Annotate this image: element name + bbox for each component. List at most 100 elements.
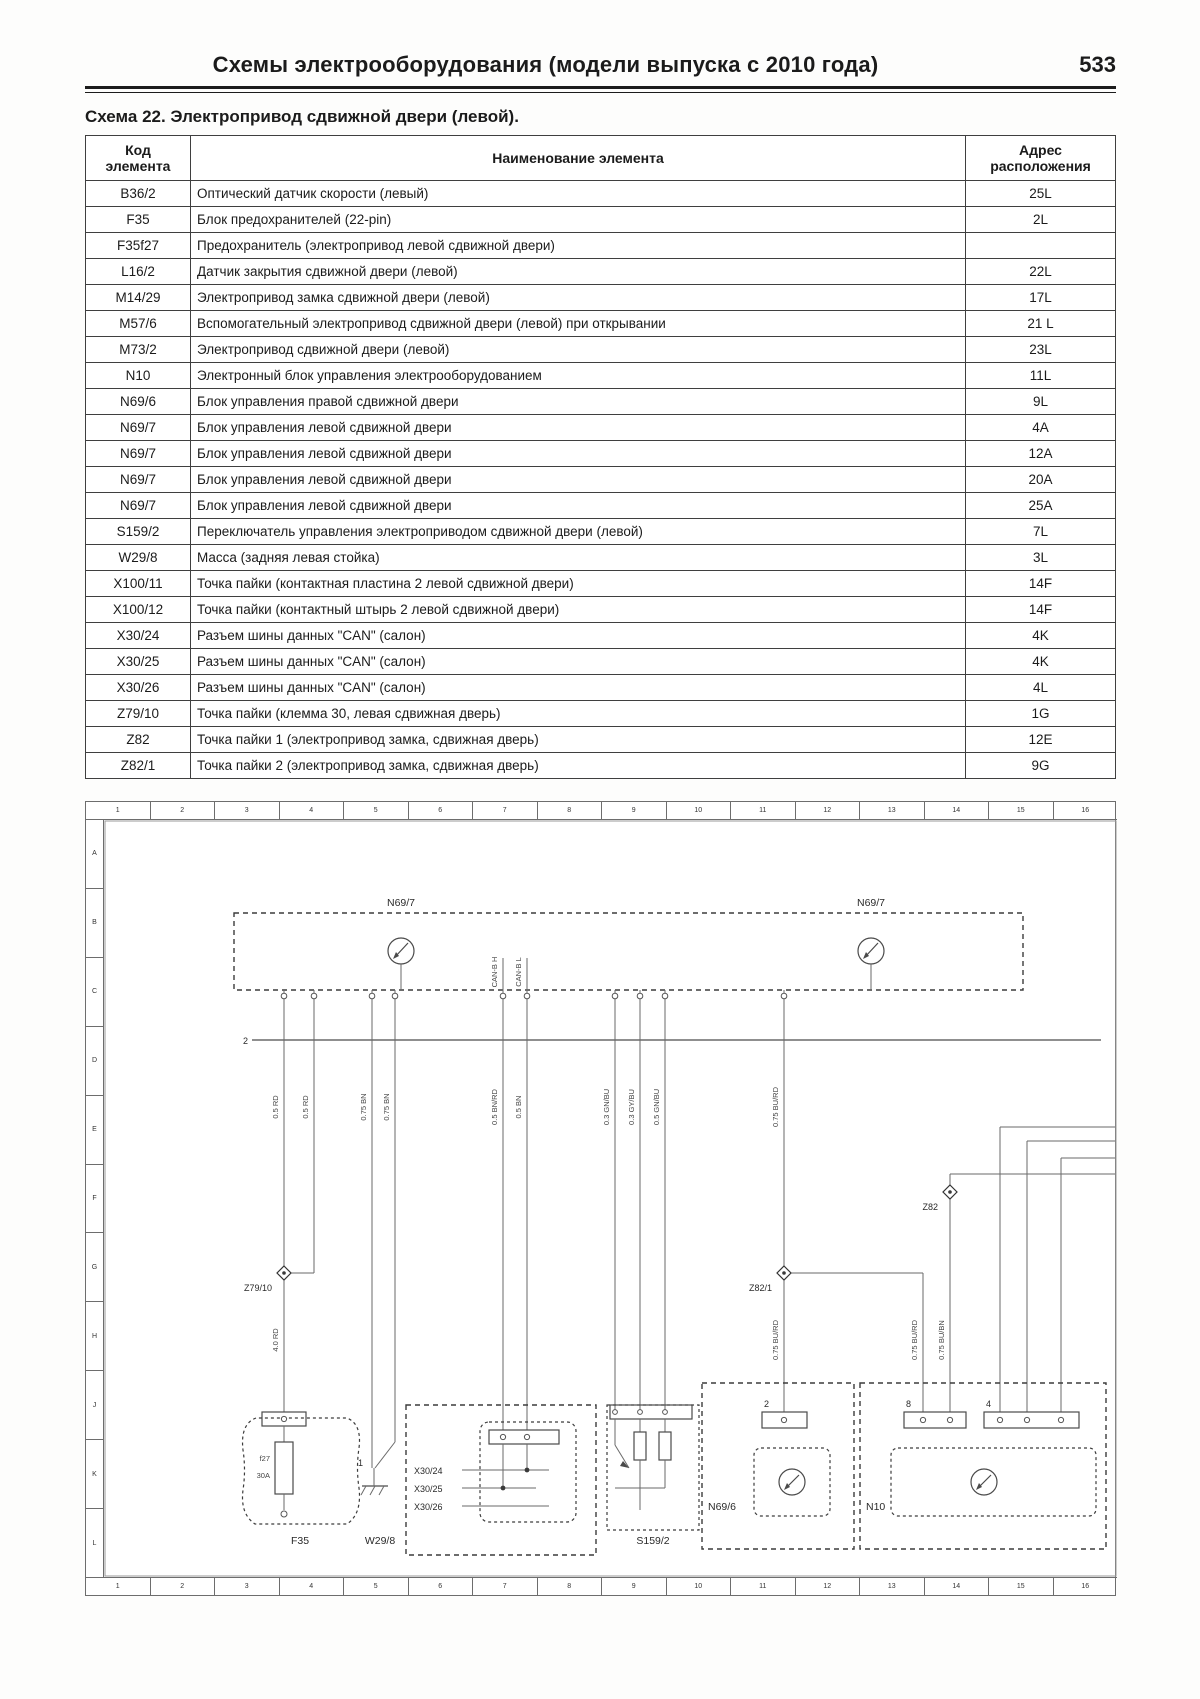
table-row: M14/29 Электропривод замка сдвижной двер… — [85, 284, 1116, 311]
ruler-cell: 7 — [473, 1578, 538, 1595]
table-row: Z82/1 Точка пайки 2 (электропривод замка… — [85, 752, 1116, 779]
component-label: S159/2 — [636, 1535, 669, 1547]
element-name: Оптический датчик скорости (левый) — [190, 180, 966, 207]
element-code: F35 — [85, 206, 191, 233]
svg-text:0.75 BU/RD: 0.75 BU/RD — [910, 1319, 919, 1360]
ruler-cell: 12 — [796, 802, 860, 819]
element-address: 9G — [965, 752, 1116, 779]
page-title: Схемы электрооборудования (модели выпуск… — [212, 52, 879, 77]
element-code: X100/11 — [85, 570, 191, 597]
fuse-label: f27 — [260, 1454, 270, 1463]
fuse-rating: 30A — [257, 1471, 270, 1480]
element-code: X30/25 — [85, 648, 191, 675]
motor-icon — [387, 937, 415, 990]
element-address: 7L — [965, 518, 1116, 545]
table-row: N69/7 Блок управления левой сдвижной две… — [85, 414, 1116, 441]
element-address: 25L — [965, 180, 1116, 207]
element-name: Электропривод замка сдвижной двери (лево… — [190, 284, 966, 311]
element-address: 4L — [965, 674, 1116, 701]
element-name: Блок предохранителей (22-pin) — [190, 206, 966, 233]
element-name: Предохранитель (электропривод левой сдви… — [190, 232, 966, 259]
n69-7-pins — [280, 990, 788, 1006]
element-address: 12E — [965, 726, 1116, 753]
ruler-cell: J — [86, 1371, 103, 1441]
table-row: L16/2 Датчик закрытия сдвижной двери (ле… — [85, 258, 1116, 285]
table-row: Z79/10 Точка пайки (клемма 30, левая сдв… — [85, 700, 1116, 727]
ruler-cell: 8 — [538, 802, 602, 819]
table-row: N69/7 Блок управления левой сдвижной две… — [85, 466, 1116, 493]
element-name: Блок управления левой сдвижной двери — [190, 414, 966, 441]
connector-label: X30/24 — [414, 1466, 443, 1476]
component-label: N10 — [866, 1501, 885, 1513]
element-name: Датчик закрытия сдвижной двери (левой) — [190, 258, 966, 285]
ruler-cell: D — [86, 1027, 103, 1096]
ruler-cell: 1 — [86, 802, 151, 819]
diagram-canvas: N69/7 N69/7 — [104, 820, 1117, 1577]
table-row: M57/6 Вспомогательный электропривод сдви… — [85, 310, 1116, 337]
element-name: Точка пайки 1 (электропривод замка, сдви… — [190, 726, 966, 753]
ruler-cell: 4 — [280, 1578, 344, 1595]
ruler-cell: 8 — [538, 1578, 602, 1595]
element-code: X30/26 — [85, 674, 191, 701]
ruler-cell: 4 — [280, 802, 344, 819]
element-code: N10 — [85, 362, 191, 389]
svg-text:0.75 BU/BN: 0.75 BU/BN — [937, 1320, 946, 1360]
ruler-cell: 15 — [989, 1578, 1054, 1595]
ruler-cell: 6 — [409, 802, 473, 819]
element-table: Код элемента Наименование элемента Адрес… — [85, 135, 1116, 779]
connector-label: X30/26 — [414, 1502, 443, 1512]
solder-label: Z79/10 — [244, 1283, 272, 1293]
table-row: B36/2 Оптический датчик скорости (левый)… — [85, 180, 1116, 207]
connector-label: X30/25 — [414, 1484, 443, 1494]
svg-text:0.75 BU/RD: 0.75 BU/RD — [771, 1086, 780, 1127]
can-h-label: CAN-B H — [490, 957, 499, 988]
ruler-cell: 14 — [925, 1578, 989, 1595]
element-table-header: Код элемента Наименование элемента Адрес… — [85, 135, 1116, 181]
header-rule — [85, 86, 1116, 93]
element-code: M14/29 — [85, 284, 191, 311]
element-name: Переключатель управления электроприводом… — [190, 518, 966, 545]
ruler-cell: 3 — [215, 1578, 280, 1595]
element-name: Разъем шины данных "CAN" (салон) — [190, 648, 966, 675]
element-address: 1G — [965, 700, 1116, 727]
element-name: Электронный блок управления электрообору… — [190, 362, 966, 389]
table-row: F35f27 Предохранитель (электропривод лев… — [85, 232, 1116, 259]
table-row: W29/8 Масса (задняя левая стойка) 3L — [85, 544, 1116, 571]
svg-text:0.75 BN: 0.75 BN — [359, 1093, 368, 1120]
element-code: N69/6 — [85, 388, 191, 415]
schema-title: Схема 22. Электропривод сдвижной двери (… — [85, 107, 519, 126]
element-name: Разъем шины данных "CAN" (салон) — [190, 622, 966, 649]
ruler-cell: 2 — [151, 802, 215, 819]
element-name: Точка пайки (контактный штырь 2 левой сд… — [190, 596, 966, 623]
table-row: M73/2 Электропривод сдвижной двери (лево… — [85, 336, 1116, 363]
ruler-cell: 5 — [344, 1578, 409, 1595]
ruler-cell: 15 — [989, 802, 1054, 819]
ruler-cell: 6 — [409, 1578, 473, 1595]
element-name: Блок управления левой сдвижной двери — [190, 440, 966, 467]
component-label: N69/7 — [857, 897, 885, 909]
ruler-cell: K — [86, 1440, 103, 1510]
element-address: 12A — [965, 440, 1116, 467]
svg-text:0.5 RD: 0.5 RD — [301, 1095, 310, 1119]
element-code: N69/7 — [85, 492, 191, 519]
ruler-cell: 13 — [860, 802, 925, 819]
element-name: Масса (задняя левая стойка) — [190, 544, 966, 571]
ruler-cell: 16 — [1081, 807, 1090, 814]
element-address: 23L — [965, 336, 1116, 363]
element-code: B36/2 — [85, 180, 191, 207]
element-address: 4K — [965, 622, 1116, 649]
element-address: 14F — [965, 596, 1116, 623]
svg-text:0.75 BN: 0.75 BN — [382, 1093, 391, 1120]
ruler-cell: G — [86, 1233, 103, 1303]
bus-line-2: 2 — [243, 1036, 1101, 1046]
page-header: Схемы электрооборудования (модели выпуск… — [85, 52, 1116, 78]
transceiver-icon — [970, 1468, 998, 1496]
motor-icon — [857, 937, 885, 990]
element-name: Блок управления левой сдвижной двери — [190, 492, 966, 519]
ruler-cell: 12 — [796, 1578, 860, 1595]
ruler-cell: 3 — [215, 802, 280, 819]
element-address: 22L — [965, 258, 1116, 285]
element-name: Вспомогательный электропривод сдвижной д… — [190, 310, 966, 337]
ruler-cell: 5 — [344, 802, 409, 819]
